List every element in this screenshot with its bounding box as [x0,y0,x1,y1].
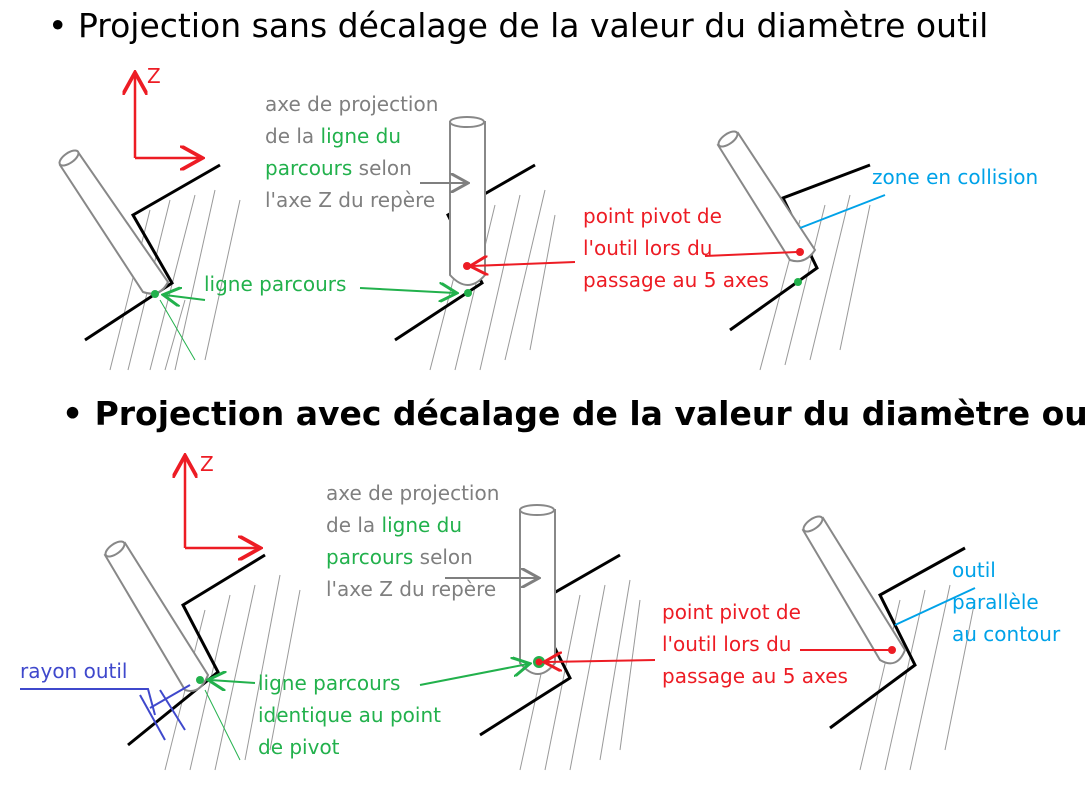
projection-axis-label-1: axe de projection de la ligne du parcour… [265,92,439,212]
section1-title: • Projection sans décalage de la valeur … [48,6,989,45]
contour-1 [84,163,221,342]
hatching-1 [109,189,241,371]
tool-1 [58,149,170,295]
axis-frame-1 [135,75,200,158]
z-axis-label-2: Z [200,452,214,476]
z-axis-label-1: Z [147,64,161,88]
path-line-label-1: ligne parcours [204,272,347,296]
collision-zone-label: zone en collision [872,165,1039,189]
section2-title: • Projection avec décalage de la valeur … [62,394,1087,433]
radius-dimension [20,684,191,741]
projection-axis-label-2: axe de projection de la ligne du parcour… [326,481,500,601]
tool-radius-label: rayon outil [20,659,128,683]
